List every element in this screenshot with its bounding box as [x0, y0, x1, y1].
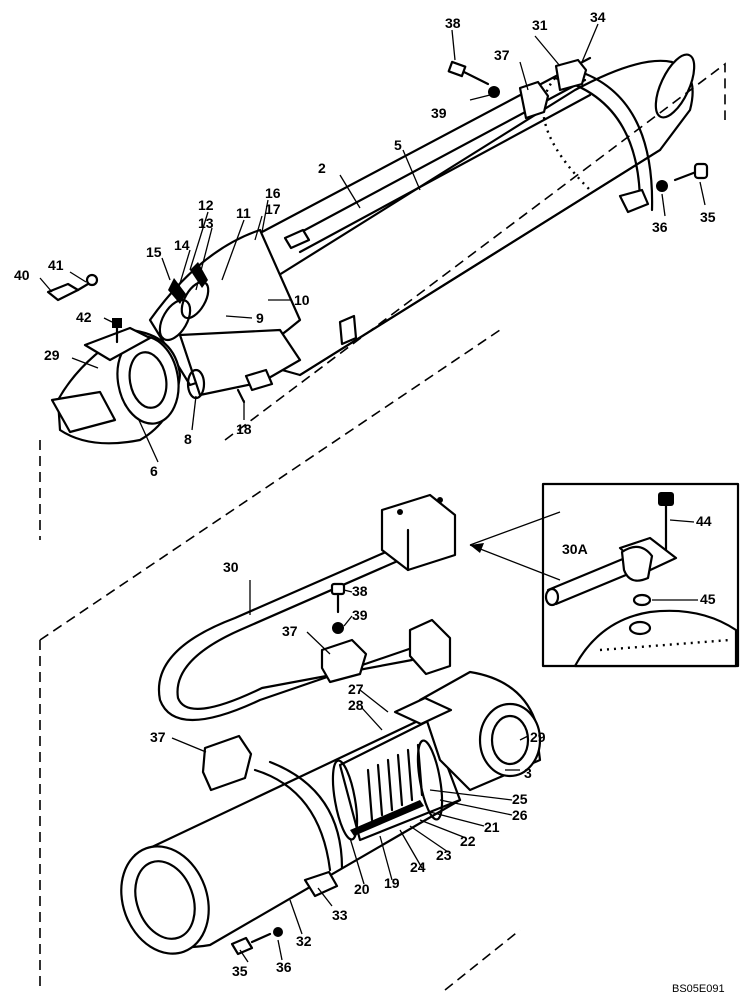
oring-45 [632, 593, 652, 607]
bolt-right [673, 162, 709, 182]
upper-cylinder-assembly [46, 53, 709, 445]
callout-28: 28 [348, 697, 364, 713]
washer-right [656, 180, 668, 192]
callout-25: 25 [512, 791, 528, 807]
callout-37-lower: 37 [150, 729, 166, 745]
bolt-upper [447, 60, 490, 86]
lock-nut [244, 368, 274, 392]
mounting-plane [39, 62, 726, 991]
clamp-lug-top [554, 58, 588, 92]
callout-10: 10 [294, 292, 310, 308]
bottom-eye [478, 702, 542, 778]
spring-coils [366, 743, 424, 822]
washer-lower [332, 622, 344, 634]
pipe-u [157, 546, 414, 722]
callout-29-lower: 29 [530, 729, 546, 745]
callout-15: 15 [146, 244, 162, 260]
callout-34: 34 [590, 9, 606, 25]
callout-44: 44 [696, 513, 712, 529]
pipe-bracket-upper [518, 80, 550, 120]
callout-26: 26 [512, 807, 528, 823]
split-cap [83, 326, 152, 362]
callout-23: 23 [436, 847, 452, 863]
grease-fitting [112, 318, 122, 328]
leader-lines-lower [171, 580, 529, 963]
seal-ring [158, 298, 192, 342]
callout-31: 31 [532, 17, 548, 33]
port-flange [393, 696, 453, 726]
callout-19: 19 [384, 875, 400, 891]
cylinder-tube [173, 59, 694, 377]
fitting-40 [46, 282, 90, 302]
lower-cylinder-assembly [120, 493, 542, 956]
head-flange [178, 328, 302, 397]
callout-38-lower: 38 [352, 583, 368, 599]
callout-21: 21 [484, 819, 500, 835]
housing-fragment [573, 609, 738, 668]
callout-13: 13 [198, 215, 214, 231]
bolt-lower [330, 582, 346, 614]
callout-5: 5 [394, 137, 402, 153]
callout-35-lower: 35 [232, 963, 248, 979]
callout-14: 14 [174, 237, 190, 253]
callout-37-mid: 37 [282, 623, 298, 639]
leader-lines-upper [39, 23, 706, 463]
callout-39: 39 [431, 105, 447, 121]
bolt-lower-left [230, 932, 272, 956]
callout-41: 41 [48, 257, 64, 273]
callout-9: 9 [256, 310, 264, 326]
callout-45: 45 [700, 591, 716, 607]
callout-36: 36 [652, 219, 668, 235]
callout-27: 27 [348, 681, 364, 697]
clamp-lug-bottom [618, 188, 650, 214]
drawing-code: BS05E091 [672, 983, 725, 995]
callout-18: 18 [236, 421, 252, 437]
callout-24: 24 [410, 859, 426, 875]
callout-11: 11 [236, 205, 251, 221]
callout-3: 3 [524, 765, 532, 781]
callout-42: 42 [76, 309, 92, 325]
oring-41 [85, 273, 99, 287]
callout-37: 37 [494, 47, 510, 63]
callout-labels: 38 39 37 31 34 2 5 36 35 16 17 11 12 13 … [14, 9, 716, 979]
clamp-band-near [253, 768, 332, 872]
callout-16: 16 [265, 185, 281, 201]
clamp-lug-near [303, 870, 339, 898]
washer-lower-left [273, 927, 283, 937]
callout-38: 38 [445, 15, 461, 31]
callout-2: 2 [318, 160, 326, 176]
inset-detail [469, 482, 740, 668]
tube-end-lower [120, 845, 210, 955]
callout-12: 12 [198, 197, 214, 213]
pipe-30a [546, 554, 632, 592]
pipe-flange-bottom [408, 618, 452, 676]
callout-20: 20 [354, 881, 370, 897]
callout-33: 33 [332, 907, 348, 923]
callout-22: 22 [460, 833, 476, 849]
callout-17: 17 [265, 201, 281, 217]
callout-30a: 30A [562, 541, 588, 557]
callout-36-lower: 36 [276, 959, 292, 975]
callout-32: 32 [296, 933, 312, 949]
pipe-bracket-lower [201, 734, 253, 792]
pipe-flange-top [380, 493, 457, 572]
callout-40: 40 [14, 267, 30, 283]
callout-29: 29 [44, 347, 60, 363]
callout-30: 30 [223, 559, 239, 575]
callout-6: 6 [150, 463, 158, 479]
callout-8: 8 [184, 431, 192, 447]
washer-upper [488, 86, 500, 98]
callout-35: 35 [700, 209, 716, 225]
bolt-44 [658, 492, 674, 552]
callout-39-lower: 39 [352, 607, 368, 623]
pipe-bracket-mid [320, 638, 368, 684]
